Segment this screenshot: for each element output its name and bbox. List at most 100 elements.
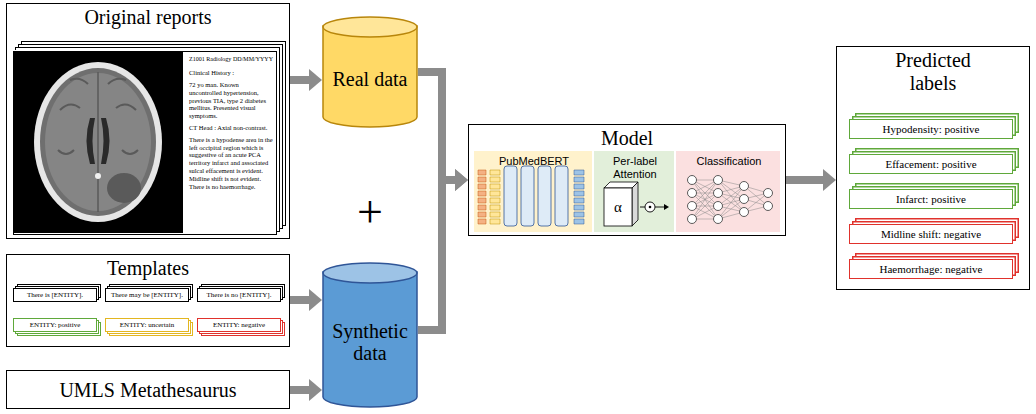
section-box: TemplatesThere is [ENTITY]. ENTITY: posit… [6, 254, 290, 347]
classifier-illustration [688, 176, 773, 224]
database-name: Real data [333, 68, 408, 90]
encoder-layer [538, 166, 551, 226]
report-field: DD/MM/YYYY [233, 56, 273, 63]
neuron [688, 176, 697, 185]
neuron [740, 208, 749, 217]
neuron [688, 215, 697, 224]
report-header: Z1001RadiologyDD/MM/YYYY [189, 56, 273, 63]
component-title: PubMedBERT [477, 155, 591, 168]
template-label: ENTITY: uncertain [105, 318, 189, 332]
component-title: Per-label Attention [597, 155, 673, 180]
ct-midline [97, 72, 99, 212]
neuron [714, 202, 723, 211]
report-text: 72 yo man. Known uncontrolled hypertensi… [189, 81, 273, 120]
arrow-shaft [290, 76, 309, 84]
arrow-shaft [418, 180, 455, 330]
arrow-head [455, 169, 468, 191]
database-cylinder: Synthetic data [322, 262, 418, 408]
neuron [740, 195, 749, 204]
template-text: There is no [ENTITY]. [207, 292, 272, 299]
attention-arrowhead [664, 204, 669, 210]
template-sentence: There is no [ENTITY]. [197, 288, 281, 302]
neuron [740, 182, 749, 191]
encoder-layer [521, 166, 534, 226]
model-component: Per-label Attention [595, 152, 675, 233]
predicted-label: Haemorrhage: negative [849, 259, 1013, 279]
template-label: ENTITY: positive [13, 318, 97, 332]
report-card: Z1001RadiologyDD/MM/YYYYClinical History… [13, 51, 277, 235]
flow-arrow [290, 289, 322, 311]
flow-arrow [290, 379, 322, 401]
label-text: ENTITY: uncertain [120, 322, 174, 329]
arrow-shaft [290, 386, 309, 394]
flow-arrow [418, 72, 468, 191]
report-field: Z1001 [189, 56, 205, 63]
attention-illustration [604, 182, 669, 226]
arrow-shaft [786, 176, 823, 184]
plus-sign: + [357, 189, 383, 235]
label-text: Hypodensity: positive [883, 124, 980, 135]
attention-weight: α [614, 200, 622, 215]
flow-arrow [290, 69, 322, 91]
cylinder-body [323, 26, 417, 127]
report-text-column: Z1001RadiologyDD/MM/YYYYClinical History… [189, 56, 273, 194]
product-dot [649, 206, 652, 209]
output-box: Predicted labelsHypodensity: positiveEff… [836, 46, 1030, 290]
neuron [764, 189, 773, 198]
section-title: Model [469, 125, 785, 150]
panel-fill [676, 151, 780, 232]
neuron [714, 176, 723, 185]
flow-arrow [418, 169, 468, 330]
token-column [478, 170, 486, 224]
product-symbol [645, 202, 655, 212]
label-text: Infarct: positive [896, 194, 966, 205]
ct-cortex [40, 68, 156, 216]
component-title: Classification [679, 155, 779, 168]
label-text: Haemorrhage: negative [880, 264, 983, 275]
report-sheet [12, 50, 276, 234]
report-text: CT Head : Axial non-contrast. [189, 124, 273, 132]
cylinder-body [323, 272, 417, 407]
output-column [574, 170, 584, 224]
arrow-shaft [290, 296, 309, 304]
cylinder-top [323, 263, 417, 283]
model-panels [474, 151, 780, 232]
embedding-column [490, 170, 500, 224]
panel-fill [594, 151, 674, 232]
ct-calcification [95, 173, 101, 179]
attention-side [632, 182, 638, 226]
section-title: Templates [7, 255, 289, 280]
report-field: Radiology [206, 56, 231, 63]
encoder-layer [555, 166, 568, 226]
arrow-head [823, 169, 836, 191]
ct-skull [34, 62, 162, 222]
network-links [692, 180, 718, 219]
neuron [688, 189, 697, 198]
report-text: There is a hypodense area in the left oc… [189, 136, 273, 191]
model-component: PubMedBERT [475, 152, 593, 233]
ct-ventricle [87, 118, 96, 164]
predicted-label: Infarct: positive [849, 189, 1013, 209]
arrow-head [309, 379, 322, 401]
report-stack [12, 42, 286, 235]
model-component: Classification [677, 152, 781, 233]
template-text: There may be [ENTITY]. [111, 292, 183, 299]
arrow-head [455, 169, 468, 191]
source-name: UMLS Metathesaurus [59, 379, 236, 401]
cylinder-top [323, 17, 417, 37]
arrow-shaft [418, 72, 455, 180]
attention-link [640, 207, 645, 208]
attention-front [604, 188, 632, 226]
predicted-label: Hypodensity: positive [849, 119, 1013, 139]
arrow-head [309, 289, 322, 311]
neuron [714, 189, 723, 198]
ct-background [13, 51, 183, 233]
section-title: Predicted labels [878, 47, 988, 95]
label-text: Effacement: positive [885, 159, 976, 170]
section-box: Original reportsZ1001RadiologyDD/MM/YYYY… [6, 3, 290, 239]
label-text: Midline shift: negative [881, 229, 981, 240]
template-text: There is [ENTITY]. [27, 292, 83, 299]
model-box: ModelPubMedBERT Per-label Attention Classi… [468, 124, 786, 236]
section-title: Original reports [7, 4, 289, 29]
